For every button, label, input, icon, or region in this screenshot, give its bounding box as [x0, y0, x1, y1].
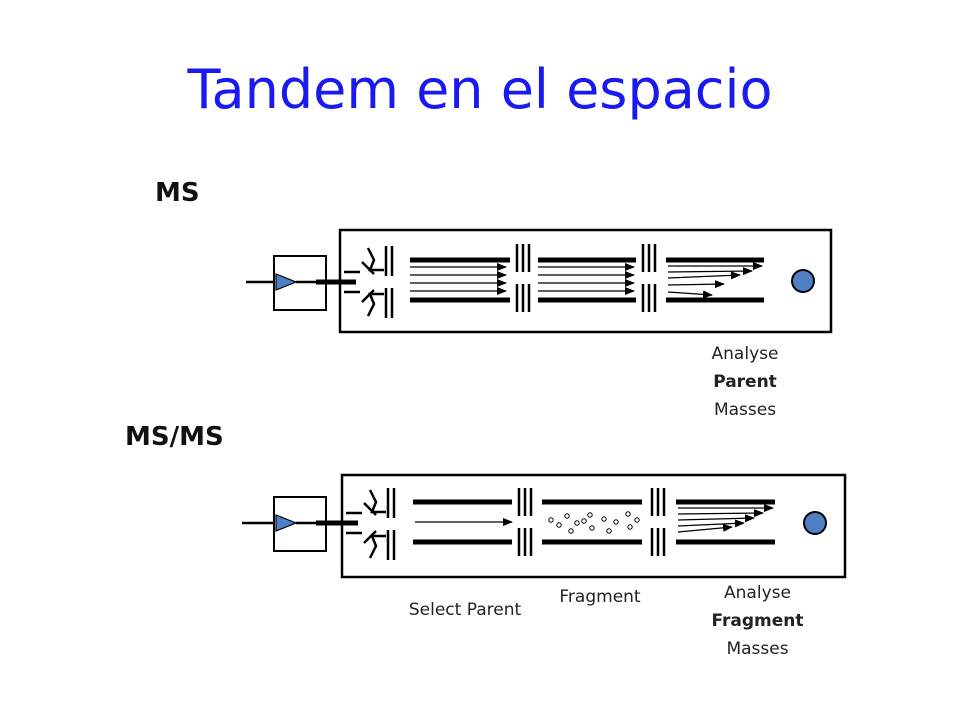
msms-collision-cell — [542, 499, 642, 545]
msms-label: MS/MS — [125, 422, 224, 452]
ms-quadrupole-2 — [538, 257, 636, 303]
fragment-caption: Fragment — [559, 587, 641, 607]
ms-label: MS — [155, 178, 200, 208]
ms-caption-line3: Masses — [713, 400, 777, 420]
ms-quadrupole-1 — [410, 257, 510, 303]
ms-source-triangle-icon — [275, 273, 298, 291]
ms-caption-line2-bold: Parent — [713, 372, 777, 392]
ms-ion-source — [246, 255, 340, 311]
ms-diagram — [246, 228, 833, 334]
collision-gas-particles — [548, 511, 640, 534]
ms-separator-2 — [641, 244, 657, 312]
msms-detector-icon — [803, 511, 827, 535]
msms-source-triangle-icon — [275, 514, 298, 532]
ms-instrument-frame — [338, 228, 833, 334]
msms-caption-line2: Fragment — [690, 607, 825, 635]
ms-ion-lens — [344, 246, 394, 318]
ms-caption-line1: Analyse — [711, 344, 779, 364]
msms-quadrupole-1 — [413, 499, 513, 545]
msms-separator-2 — [650, 488, 666, 556]
slide-title: Tandem en el espacio — [187, 58, 773, 121]
ms-caption-line2: Parent — [685, 368, 805, 396]
msms-caption-line1: Analyse — [724, 583, 791, 603]
ms-separator-1 — [515, 244, 531, 312]
ms-analyse-parent-caption: Analyse Parent Masses — [685, 340, 805, 424]
msms-quadrupole-3 — [676, 499, 775, 545]
msms-diagram — [242, 473, 847, 579]
msms-separator-1 — [517, 488, 533, 556]
msms-caption-line2-bold: Fragment — [711, 611, 804, 631]
msms-ion-source — [242, 496, 342, 552]
ms-detector-icon — [791, 269, 815, 293]
select-parent-caption: Select Parent — [408, 600, 522, 620]
msms-ion-lens — [346, 488, 396, 560]
msms-analyse-fragment-caption: Analyse Fragment Masses — [690, 579, 825, 663]
ms-quadrupole-3 — [666, 257, 764, 303]
msms-caption-line3: Masses — [726, 639, 789, 659]
